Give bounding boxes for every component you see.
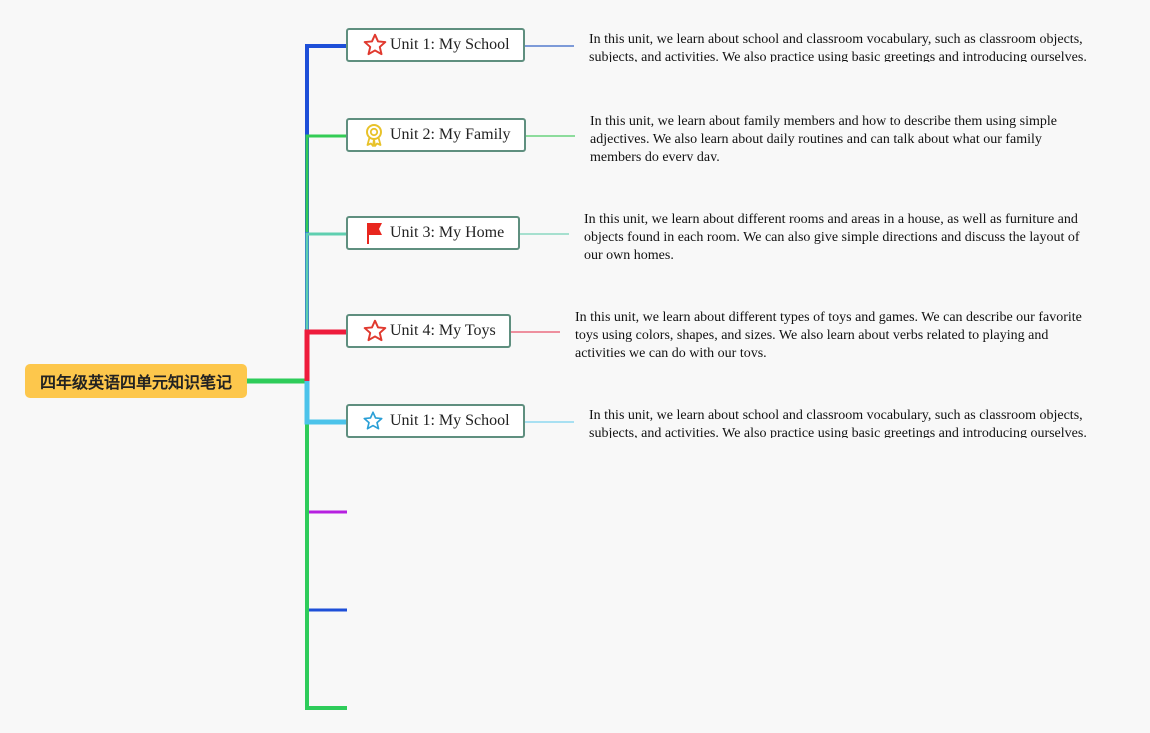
star-icon bbox=[362, 317, 390, 345]
topic-label: Unit 2: My Family bbox=[390, 126, 511, 143]
topic-label: Unit 1: My School bbox=[390, 412, 510, 429]
topic-unit-3-my-home[interactable]: Unit 3: My Home bbox=[346, 216, 520, 250]
topic-unit-2-my-family[interactable]: Unit 2: My Family bbox=[346, 118, 526, 152]
branch-4-line bbox=[304, 329, 347, 381]
topic-note-2: In this unit, we learn about family memb… bbox=[590, 114, 1057, 161]
topic-note-5: In this unit, we learn about school and … bbox=[589, 408, 1087, 438]
topic-unit-1-my-school[interactable]: Unit 1: My School bbox=[346, 28, 525, 62]
topic-label: Unit 3: My Home bbox=[390, 224, 505, 241]
topic-note-4: In this unit, we learn about different t… bbox=[575, 310, 1082, 357]
branch-5-line bbox=[304, 381, 347, 425]
topic-note-3: In this unit, we learn about different r… bbox=[584, 212, 1080, 259]
root-topic-label: 四年级英语四单元知识笔记 bbox=[39, 373, 232, 392]
branch-2-line bbox=[305, 134, 347, 232]
root-topic[interactable]: 四年级英语四单元知识笔记 bbox=[25, 364, 247, 398]
star-icon bbox=[362, 31, 390, 59]
branch-3-line bbox=[305, 232, 347, 330]
award-ribbon-icon bbox=[362, 121, 390, 149]
topic-note-1: In this unit, we learn about school and … bbox=[589, 32, 1087, 62]
topic-unit-4-my-toys[interactable]: Unit 4: My Toys bbox=[346, 314, 511, 348]
trunk-line bbox=[305, 381, 347, 710]
flag-icon bbox=[362, 219, 390, 247]
topic-label: Unit 4: My Toys bbox=[390, 322, 496, 339]
star-outline-icon bbox=[362, 407, 390, 435]
topic-label: Unit 1: My School bbox=[390, 36, 510, 53]
topic-unit-1-my-school-2[interactable]: Unit 1: My School bbox=[346, 404, 525, 438]
